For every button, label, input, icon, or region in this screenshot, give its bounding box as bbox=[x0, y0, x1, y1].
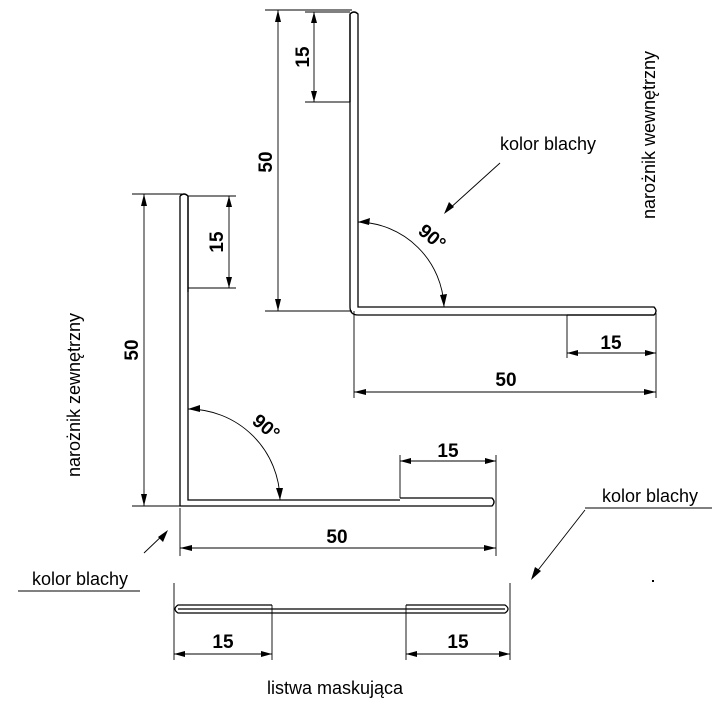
outer-corner-bottom bbox=[179, 497, 495, 507]
outer-color-label: kolor blachy bbox=[32, 569, 128, 589]
inner-angle: 90° bbox=[357, 218, 450, 308]
strip-dim-left-15: 15 bbox=[212, 632, 234, 653]
inner-corner-sheet bbox=[349, 11, 657, 316]
outer-corner-fold-top bbox=[179, 193, 189, 292]
outer-dim-horizontal-fold-15: 15 bbox=[437, 441, 459, 462]
outer-angle: 90° bbox=[187, 405, 284, 501]
strip-color-label: kolor blachy bbox=[602, 486, 698, 506]
inner-dim-horizontal-fold-15: 15 bbox=[600, 333, 622, 354]
inner-dim-vertical-50: 50 bbox=[256, 151, 277, 172]
outer-vertical-dimension: 50 bbox=[122, 193, 182, 507]
stray-dot bbox=[652, 580, 654, 582]
outer-fold-dimension: 15 bbox=[188, 195, 236, 289]
outer-dim-vertical-50: 50 bbox=[122, 339, 143, 360]
inner-vertical-dimension: 50 bbox=[256, 9, 352, 312]
inner-angle-90: 90° bbox=[414, 221, 450, 256]
inner-corner-profile bbox=[349, 11, 657, 316]
outer-corner-title: narożnik zewnętrzny bbox=[64, 313, 84, 477]
inner-color-leader bbox=[444, 162, 501, 214]
inner-dim-fold-15: 15 bbox=[293, 46, 314, 68]
outer-corner-profile bbox=[179, 193, 495, 507]
outer-angle-90: 90° bbox=[248, 411, 284, 446]
outer-dim-horizontal-50: 50 bbox=[326, 527, 347, 548]
outer-horizontal-fold-dimension: 15 bbox=[399, 441, 497, 556]
masking-strip-profile bbox=[174, 604, 509, 614]
outer-horizontal-dimension: 50 bbox=[179, 508, 496, 556]
outer-color-leader bbox=[143, 530, 168, 554]
inner-fold-dimension: 15 bbox=[293, 11, 350, 103]
inner-horizontal-fold-dimension: 15 bbox=[566, 313, 657, 398]
strip-dim-right-15: 15 bbox=[447, 632, 469, 653]
inner-horizontal-dimension: 50 bbox=[353, 311, 656, 398]
strip-left-dimension: 15 bbox=[173, 583, 273, 660]
inner-dim-horizontal-50: 50 bbox=[495, 370, 516, 391]
inner-corner-title: narożnik wewnętrzny bbox=[639, 51, 659, 219]
strip-title: listwa maskująca bbox=[267, 678, 404, 698]
strip-color-leader bbox=[531, 509, 586, 580]
inner-color-label: kolor blachy bbox=[500, 134, 596, 154]
masking-strip-sheet bbox=[174, 604, 509, 614]
outer-dim-fold-15: 15 bbox=[207, 231, 228, 253]
strip-right-dimension: 15 bbox=[405, 583, 511, 660]
